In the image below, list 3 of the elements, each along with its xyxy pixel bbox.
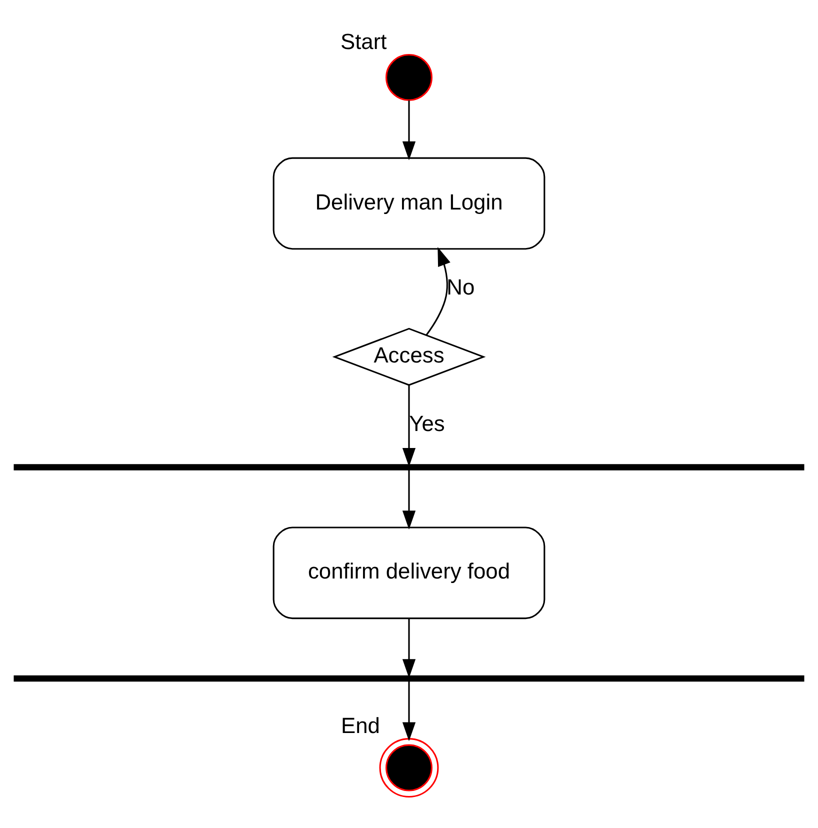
- edge-label: No: [446, 274, 475, 300]
- node-label: End: [340, 712, 380, 738]
- node-label: Start: [340, 28, 387, 54]
